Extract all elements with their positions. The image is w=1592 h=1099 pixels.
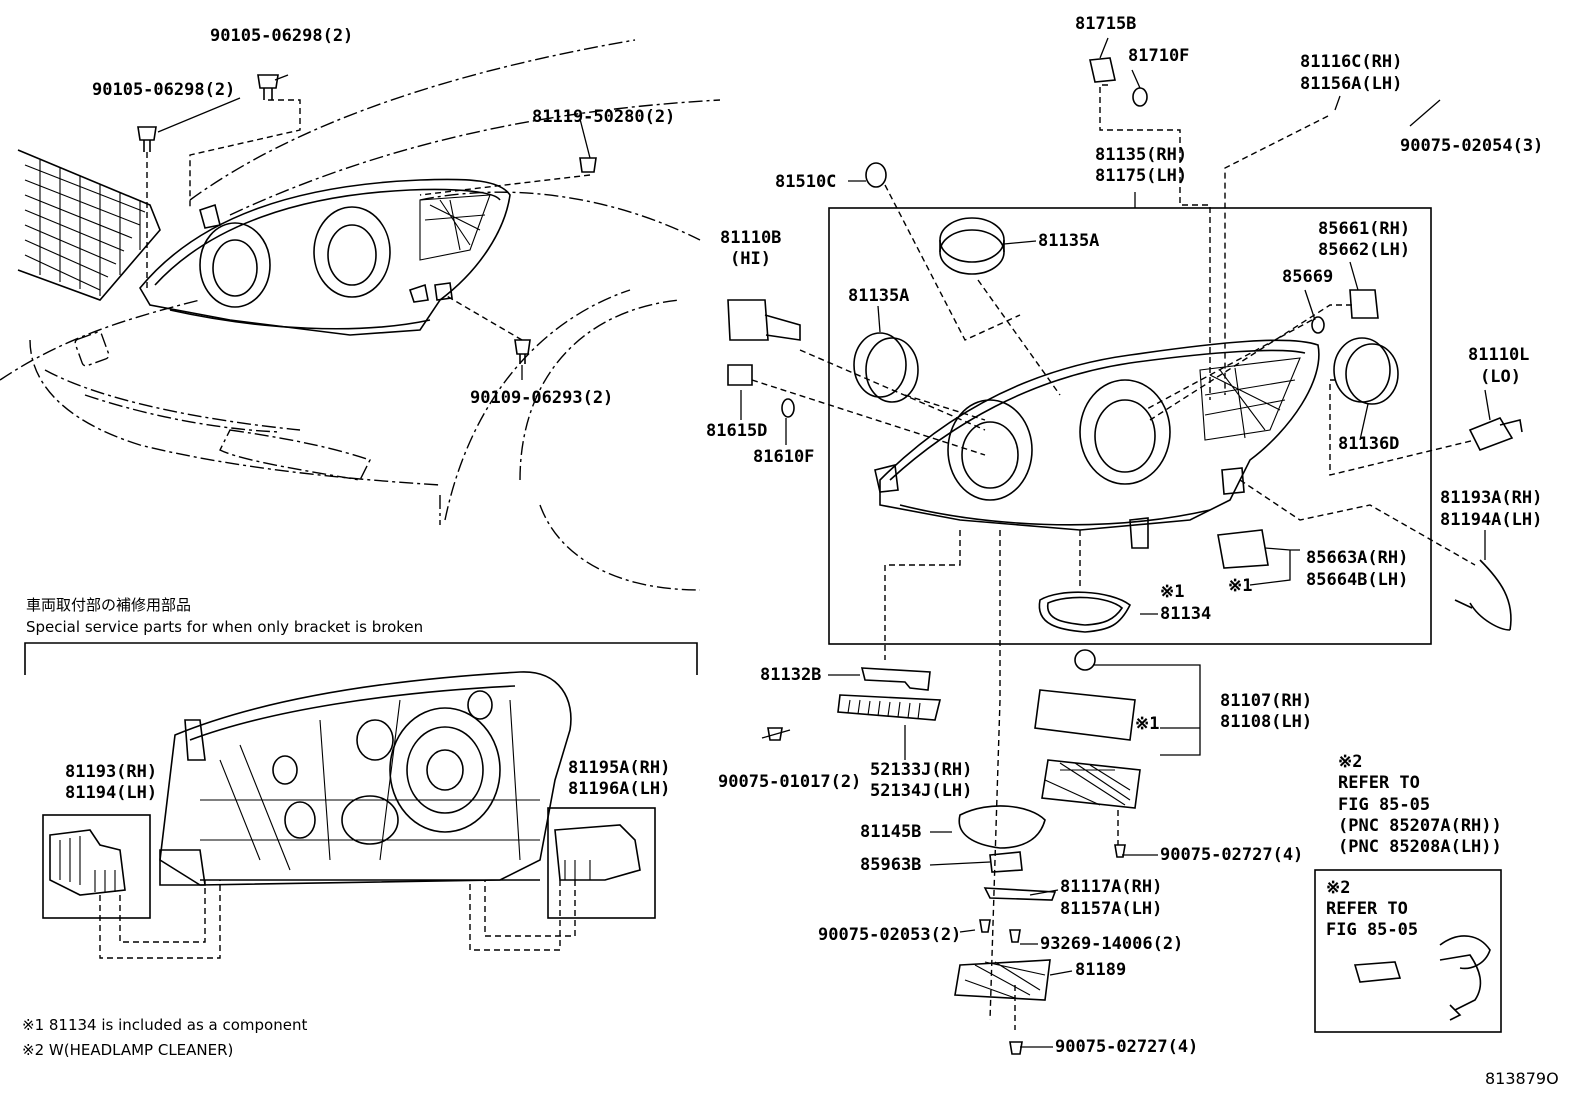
part-label-p32: 81108(LH): [1220, 712, 1313, 732]
headlamp-assembly: [874, 339, 1320, 549]
part-label-p4: 90109-06293(2): [470, 388, 614, 408]
jp-title: 車両取付部の補修用部品: [26, 596, 192, 614]
box-81195A: [547, 807, 656, 919]
part-label-p21: (LO): [1480, 367, 1521, 387]
part-label-p29: 81134: [1160, 604, 1212, 624]
part-label-p50: REFER TO: [1338, 773, 1420, 793]
part-label-p26: 81194A(LH): [1440, 510, 1543, 530]
part-label-p10: 81135(RH): [1095, 145, 1188, 165]
part-label-p38: 85963B: [860, 855, 922, 875]
part-label-p30: 81132B: [760, 665, 822, 685]
part-label-p44: 90075-02727(4): [1055, 1037, 1199, 1057]
box-81193: [42, 814, 151, 919]
part-label-p52: (PNC 85207A(RH)): [1338, 816, 1502, 836]
part-label-p20: 81110L: [1468, 345, 1530, 365]
part-label-p3: 81119-50280(2): [532, 107, 676, 127]
part-label-p27: 85663A(RH): [1306, 548, 1409, 568]
part-label-p15: 81135A: [1038, 231, 1100, 251]
part-label-p49: ※2: [1338, 752, 1363, 772]
part-label-p55: REFER TO: [1326, 899, 1408, 919]
part-label-p5: 81715B: [1075, 14, 1137, 34]
part-label-p39: 81117A(RH): [1060, 877, 1163, 897]
leader-dash: [444, 294, 523, 341]
gasket: [1038, 591, 1132, 633]
part-label-p25: 81193A(RH): [1440, 488, 1543, 508]
headlamp-rear-view: [159, 671, 572, 886]
part-label-p34: 52134J(LH): [870, 781, 973, 801]
bulb-covers: [853, 162, 1399, 405]
part-label-p8: 81156A(LH): [1300, 74, 1403, 94]
cleaner-box: [1314, 869, 1502, 1033]
assembly-box: [828, 207, 1432, 645]
cable: [1469, 559, 1512, 631]
part-label-p23: 81610F: [753, 447, 815, 467]
part-label-p43: 81189: [1075, 960, 1127, 980]
part-label-p7: 81116C(RH): [1300, 52, 1403, 72]
part-label-p51: FIG 85-05: [1338, 795, 1431, 815]
part-label-p13: 81110B: [720, 228, 782, 248]
part-label-p31: 81107(RH): [1220, 691, 1313, 711]
leader-dash: [419, 174, 591, 196]
part-label-p22: 81615D: [706, 421, 768, 441]
part-label-p1: 90105-06298(2): [210, 26, 354, 46]
fasteners-top-left: [137, 74, 597, 364]
part-label-p28: 85664B(LH): [1306, 570, 1409, 590]
part-label-p9: 90075-02054(3): [1400, 136, 1544, 156]
vehicle-front-outline: [0, 39, 721, 591]
part-label-p6: 81710F: [1128, 46, 1190, 66]
part-label-p41: 90075-02053(2): [818, 925, 962, 945]
part-label-p16: 81135A: [848, 286, 910, 306]
part-label-p46: 81194(LH): [65, 783, 158, 803]
part-label-p42: 93269-14006(2): [1040, 934, 1184, 954]
lower-components: [767, 649, 1141, 1055]
footnote-1: ※1 81134 is included as a component: [22, 1016, 308, 1034]
part-label-p11: 81175(LH): [1095, 166, 1188, 186]
headlamp-installed: [139, 178, 511, 336]
part-label-p45: 81193(RH): [65, 762, 158, 782]
bulbs: [727, 57, 1523, 569]
part-label-p54: ※2: [1326, 878, 1351, 898]
service-parts-bracket: [24, 642, 698, 675]
part-label-p24: 81136D: [1338, 434, 1400, 454]
part-label-p57: ※1: [1160, 582, 1185, 602]
part-label-p59: ※1: [1135, 714, 1160, 734]
part-label-p58: ※1: [1228, 576, 1253, 596]
part-label-p56: FIG 85-05: [1326, 920, 1419, 940]
part-label-p37: 90075-02727(4): [1160, 845, 1304, 865]
part-label-p36: 81145B: [860, 822, 922, 842]
footnote-2: ※2 W(HEADLAMP CLEANER): [22, 1041, 234, 1059]
part-label-p35: 90075-01017(2): [718, 772, 862, 792]
part-label-p53: (PNC 85208A(LH)): [1338, 837, 1502, 857]
part-label-p12: 81510C: [775, 172, 837, 192]
part-label-p33: 52133J(RH): [870, 760, 973, 780]
part-label-p40: 81157A(LH): [1060, 899, 1163, 919]
part-label-p14: (HI): [730, 249, 771, 269]
service-parts-title: Special service parts for when only brac…: [26, 618, 424, 636]
part-label-p47: 81195A(RH): [568, 758, 671, 778]
part-label-p19: 85669: [1282, 267, 1334, 287]
part-label-p17: 85661(RH): [1318, 219, 1411, 239]
part-label-p18: 85662(LH): [1318, 240, 1411, 260]
part-label-p48: 81196A(LH): [568, 779, 671, 799]
leader-dash: [189, 99, 301, 210]
part-label-p2: 90105-06298(2): [92, 80, 236, 100]
figure-id: 813879O: [1485, 1069, 1559, 1088]
